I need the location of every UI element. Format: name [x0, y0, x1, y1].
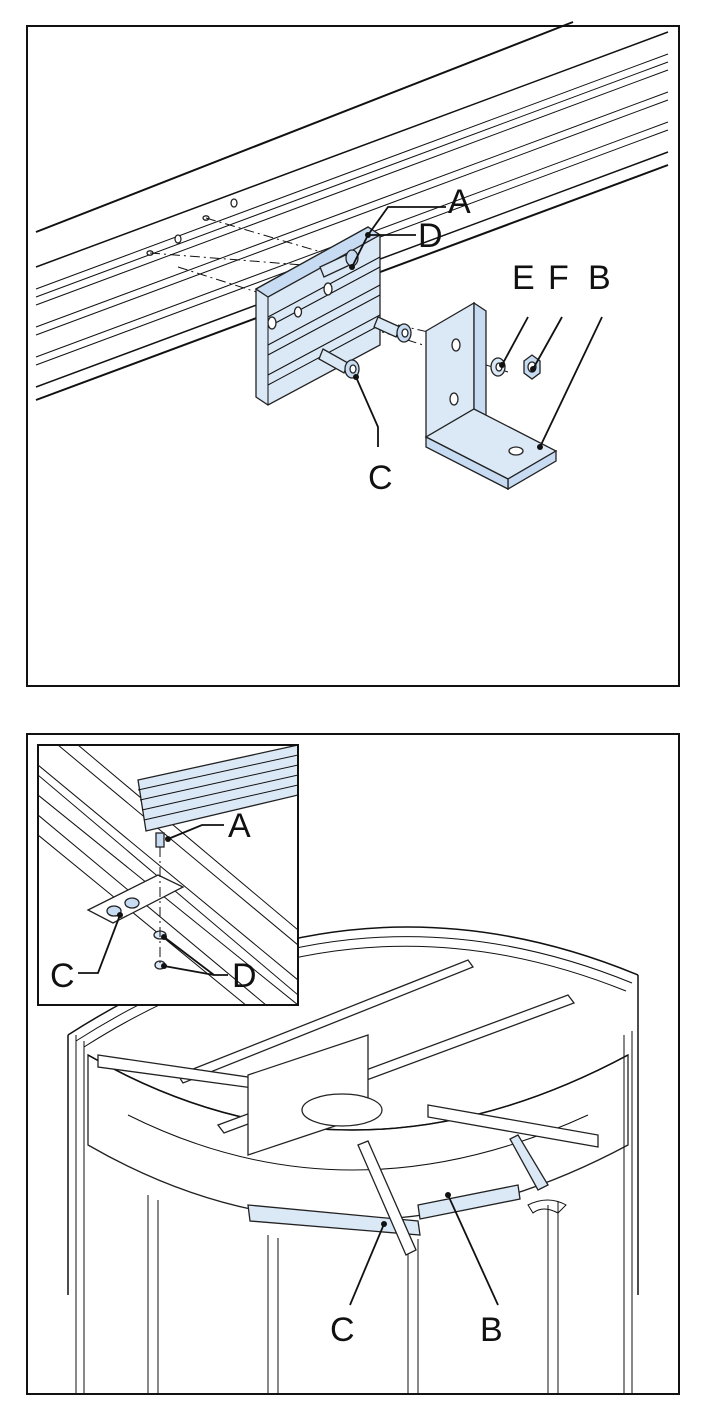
label-b: B [480, 1311, 503, 1349]
inset-label-a: A [228, 807, 251, 845]
cross-beams [97, 959, 599, 1156]
rail-profile [35, 21, 669, 401]
bracket-assembly-drawing: A D E F B C [35, 21, 669, 497]
inset-label-d: D [232, 957, 257, 995]
figure-panel-top: A D E F B C [26, 21, 680, 687]
detail-inset: A C D [37, 744, 299, 1006]
figure-panel-bottom: C B [26, 733, 680, 1395]
label-a: A [448, 183, 471, 221]
extrusion-bracket-a [254, 226, 382, 406]
label-c: C [368, 459, 393, 497]
inset-label-c: C [50, 957, 75, 995]
label-f: F [548, 259, 569, 297]
bolt-c [318, 348, 360, 379]
label-c: C [330, 1311, 355, 1349]
label-b: B [588, 259, 611, 297]
l-bracket-b [424, 301, 558, 491]
label-d: D [418, 217, 443, 255]
bolt-middle [373, 316, 412, 343]
label-e: E [512, 259, 535, 297]
drum-cylinder [67, 926, 639, 1395]
frame-assembly-drawing: C B [37, 744, 639, 1395]
beam-c [357, 1140, 417, 1256]
beam-b [247, 1134, 549, 1236]
